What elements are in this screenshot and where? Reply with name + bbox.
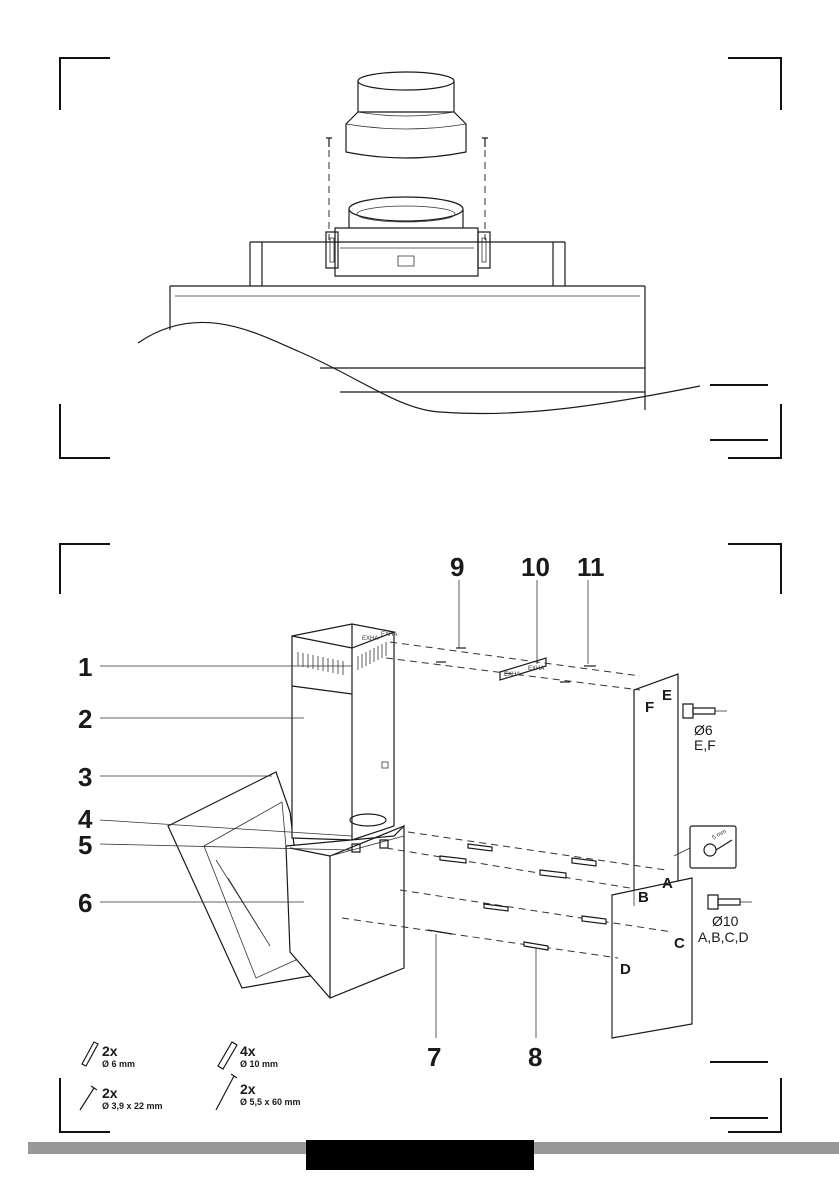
drill-bit-icon-small <box>682 703 727 719</box>
part-1-qty: 2x <box>102 1043 118 1059</box>
callout-10: 10 <box>521 552 550 582</box>
callout-11: 11 <box>577 552 605 582</box>
screw-small-icon <box>79 1085 98 1111</box>
mounting-bracket: EXHA EXHA <box>499 657 547 681</box>
footer-bar <box>28 1140 839 1170</box>
hood-collar <box>325 196 491 277</box>
hood-housing <box>285 824 405 999</box>
callout-2: 2 <box>78 704 92 734</box>
drill-small-diameter: Ø6 <box>694 722 713 738</box>
svg-text:EXHA: EXHA <box>504 672 520 678</box>
drill-large-diameter: Ø10 <box>712 913 739 929</box>
hole-label-d: D <box>620 961 631 978</box>
top-panel <box>59 57 782 459</box>
plug-10mm-icon <box>217 1041 238 1070</box>
hood-body <box>137 241 701 415</box>
callout-9: 9 <box>450 552 464 582</box>
svg-text:EXHA: EXHA <box>362 636 378 642</box>
bottom-panel: EXHA EXHA EXHA EXHA <box>59 543 782 1133</box>
callout-numbers: 1 2 3 4 5 6 7 8 9 10 11 <box>78 552 605 1072</box>
drill-large-holes: A,B,C,D <box>698 929 749 945</box>
hole-label-b: B <box>638 889 649 906</box>
part-2-size: Ø 10 mm <box>240 1059 278 1069</box>
chimney: EXHA EXHA <box>291 623 397 841</box>
svg-text:EXHA: EXHA <box>528 666 544 672</box>
duct-reducer <box>345 71 467 159</box>
drill-small-holes: E,F <box>694 737 716 753</box>
callout-4: 4 <box>78 804 93 834</box>
part-1-size: Ø 6 mm <box>102 1059 135 1069</box>
drill-specs: Ø6 E,F Ø10 A,B,C,D 5 mm <box>694 722 749 945</box>
callout-6: 6 <box>78 888 92 918</box>
part-4-qty: 2x <box>240 1081 256 1097</box>
fixing-screws <box>326 137 488 240</box>
callout-5: 5 <box>78 830 92 860</box>
crop-marks-bottom <box>59 543 782 1133</box>
hole-label-a: A <box>662 875 673 892</box>
svg-text:EXHA: EXHA <box>381 632 397 638</box>
parts-list: 2x Ø 6 mm 4x Ø 10 mm 2x Ø 3,9 x 22 mm 2x… <box>102 1043 301 1111</box>
hole-label-e: E <box>662 687 672 704</box>
screw-long-icon <box>215 1073 238 1111</box>
chimney-vent-slots <box>297 642 387 675</box>
hole-labels: A B C D E F <box>620 687 685 978</box>
parts-list-icons <box>79 1041 238 1111</box>
footer-black-block <box>306 1140 534 1170</box>
wall <box>611 673 693 1039</box>
crop-marks-top <box>59 57 782 459</box>
part-3-size: Ø 3,9 x 22 mm <box>102 1101 163 1111</box>
callout-1: 1 <box>78 652 92 682</box>
callout-3: 3 <box>78 762 92 792</box>
hex-key-icon <box>673 825 737 869</box>
hole-label-f: F <box>645 699 654 716</box>
plug-6mm-icon <box>81 1041 99 1067</box>
wall-plugs <box>427 647 607 951</box>
leader-lines <box>99 580 589 1038</box>
callout-7: 7 <box>427 1042 441 1072</box>
callout-8: 8 <box>528 1042 542 1072</box>
drill-bit-icon-large <box>707 894 752 910</box>
part-3-qty: 2x <box>102 1085 118 1101</box>
hole-label-c: C <box>674 935 685 952</box>
part-2-qty: 4x <box>240 1043 256 1059</box>
fixing-guides <box>341 641 673 959</box>
part-4-size: Ø 5,5 x 60 mm <box>240 1097 301 1107</box>
